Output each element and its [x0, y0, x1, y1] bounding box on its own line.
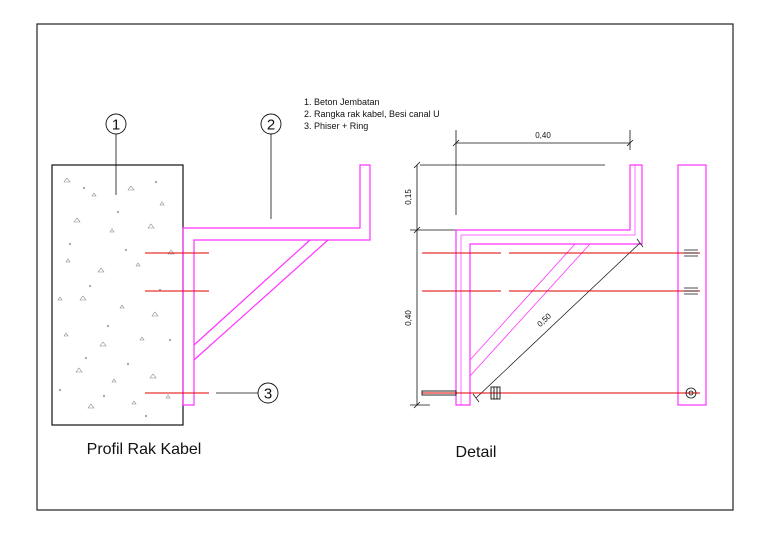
- bracket-outline: [182, 164, 371, 406]
- bottom-bolt-hardware: [421, 386, 501, 400]
- bolt-head-icon: [684, 249, 698, 257]
- detail-view: 0,40 0,15 0,40: [404, 130, 707, 461]
- profile-view: 1 2 3 Profil Rak Kabel: [51, 113, 371, 458]
- bracket-frame: [182, 164, 371, 406]
- legend-item: 3. Phiser + Ring: [304, 121, 368, 131]
- washer-ring-icon: [688, 390, 694, 396]
- dimension-height: [410, 161, 456, 409]
- concrete-block: [51, 164, 184, 426]
- bolt-heads: [684, 249, 698, 399]
- profile-bolts: [145, 252, 209, 394]
- bracket-brace-inner: [193, 239, 329, 361]
- nut-icon: [490, 386, 501, 400]
- bolt-tail-icon: [421, 390, 457, 396]
- callout-number: 3: [264, 386, 272, 403]
- detail-title: Detail: [456, 444, 497, 461]
- bolt-head-icon: [684, 287, 698, 295]
- detail-bolts: [422, 252, 700, 394]
- callout-bubble: [105, 113, 127, 135]
- bracket-brace-outer: [193, 239, 311, 346]
- dimension-label: 0,15: [404, 189, 413, 205]
- dimension-label: 0,40: [535, 131, 551, 140]
- callout-number: 1: [112, 117, 120, 134]
- detail-side-section: [677, 164, 707, 406]
- callout-bubble: [257, 382, 279, 404]
- callout-number: 2: [267, 117, 275, 134]
- callout-bubble: [260, 113, 282, 135]
- profile-title: Profil Rak Kabel: [87, 441, 202, 458]
- detail-bracket-outline: [455, 164, 643, 406]
- washer-ring-icon: [685, 387, 697, 399]
- dimension-label: 0,40: [404, 310, 413, 326]
- detail-bracket: [455, 164, 707, 406]
- legend-item: 1. Beton Jembatan: [304, 97, 380, 107]
- dimension-diagonal: [472, 238, 644, 403]
- sheet-border: [36, 23, 734, 511]
- detail-brace: [469, 243, 576, 361]
- dimension-label: 0,50: [536, 311, 554, 329]
- detail-brace: [469, 243, 591, 377]
- dimension-width: [452, 130, 634, 215]
- legend: 1. Beton Jembatan 2. Rangka rak kabel, B…: [304, 97, 440, 131]
- legend-item: 2. Rangka rak kabel, Besi canal U: [304, 109, 440, 119]
